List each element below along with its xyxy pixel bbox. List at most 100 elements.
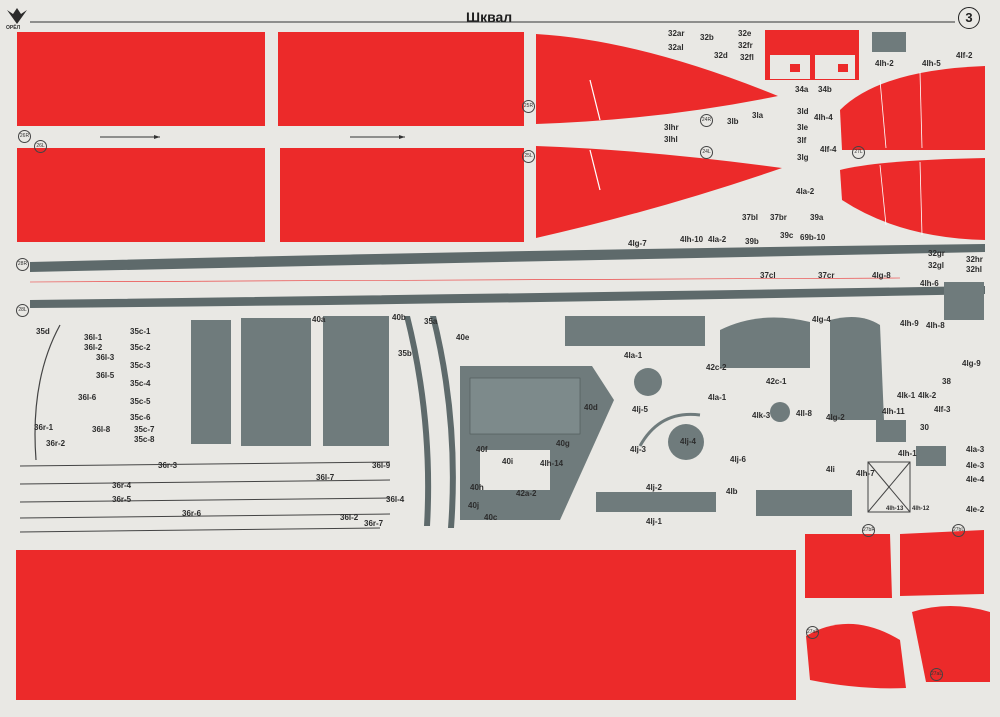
part-label: 32fl <box>740 53 754 62</box>
part-label: 4le-4 <box>966 475 985 484</box>
part-label: 4lg-7 <box>628 239 647 248</box>
hull-strip <box>30 244 985 272</box>
part-label: 36l-8 <box>92 425 111 434</box>
part-label: 42a-2 <box>516 489 537 498</box>
part-label: 4lj-3 <box>630 445 647 454</box>
part-label: 4lh-1 <box>898 449 917 458</box>
part-label: 36r-5 <box>112 495 132 504</box>
part-label: 4lh-6 <box>920 279 939 288</box>
part-label: 36r-7 <box>364 519 384 528</box>
part-label: 4lh-7 <box>856 469 875 478</box>
part-label: 4lk-3 <box>752 411 771 420</box>
part-label: 4lf-2 <box>956 51 973 60</box>
part-label: 3lb <box>727 117 739 126</box>
part-label: 4lh-11 <box>882 407 905 416</box>
part-label: 35a <box>424 317 438 326</box>
hull-strip <box>30 286 985 308</box>
registration-mark: 27aL <box>930 668 943 681</box>
part-label: 4lh-8 <box>926 321 945 330</box>
curved-strip <box>404 316 432 526</box>
part-label: 34a <box>795 85 809 94</box>
part-label: 32fr <box>738 41 753 50</box>
part-label: 4lj-1 <box>646 517 663 526</box>
part-label: 69b-10 <box>800 233 826 242</box>
part-label: 37bl <box>742 213 759 222</box>
part-label: 4le-2 <box>966 505 985 514</box>
grey-panel <box>323 316 389 446</box>
grey-disc <box>634 368 662 396</box>
part-label: 35c-1 <box>130 327 151 336</box>
part-label: 40j <box>468 501 480 510</box>
part-label: 35d <box>36 327 50 336</box>
part-label: 3lhr <box>664 123 679 132</box>
part-label: 40h <box>470 483 484 492</box>
red-panel <box>17 148 265 242</box>
part-label: 32gr <box>928 249 945 258</box>
publisher-logo: ОРЁЛ <box>4 4 30 35</box>
part-label: 4lh-12 <box>912 506 930 512</box>
part-label: 3le <box>797 123 809 132</box>
part-label: 4lh-5 <box>922 59 941 68</box>
part-label: 39b <box>745 237 759 246</box>
red-side-piece <box>805 534 892 598</box>
grey-turret-strip <box>565 316 705 346</box>
part-label: 37cr <box>818 271 835 280</box>
part-label: 32b <box>700 33 714 42</box>
part-label: 4la-1 <box>708 393 727 402</box>
part-label: 32hl <box>966 265 983 274</box>
grey-panel <box>241 318 311 446</box>
part-label: 42c-1 <box>766 377 787 386</box>
part-label: 35c-8 <box>134 435 155 444</box>
part-label: 36l-9 <box>372 461 391 470</box>
part-label: 36r-1 <box>34 423 54 432</box>
turret-part <box>830 316 884 420</box>
part-label: 40a <box>312 315 326 324</box>
part-label: 4lh-4 <box>814 113 833 122</box>
part-label: 42c-2 <box>706 363 727 372</box>
part-label: 36l-2 <box>340 513 359 522</box>
curved-strip <box>430 316 456 528</box>
part-label: 36r-3 <box>158 461 178 470</box>
part-label: 36r-4 <box>112 481 132 490</box>
part-label: 36l-2 <box>84 343 103 352</box>
turret-part <box>720 317 810 368</box>
part-label: 40e <box>456 333 470 342</box>
registration-mark: 27aR <box>806 626 819 639</box>
registration-mark: 25R <box>522 100 535 113</box>
part-label: 35c-5 <box>130 397 151 406</box>
part-label: 32ar <box>668 29 685 38</box>
registration-mark: 26L <box>34 140 47 153</box>
bow-petal <box>536 34 778 124</box>
part-label: 32e <box>738 29 752 38</box>
part-label: 37cl <box>760 271 776 280</box>
part-label: 4la-1 <box>624 351 643 360</box>
publisher-name: ОРЁЛ <box>6 25 21 31</box>
part-label: 4lh-9 <box>900 319 919 328</box>
part-label: 36l-6 <box>78 393 97 402</box>
red-panel <box>280 148 524 242</box>
eagle-logo-icon <box>7 8 27 24</box>
part-label: 38 <box>942 377 951 386</box>
part-label: 36l-7 <box>316 473 335 482</box>
red-panel-large <box>16 550 796 700</box>
registration-mark: 24L <box>700 146 713 159</box>
part-label: 4ll-8 <box>796 409 813 418</box>
grey-block <box>872 32 906 52</box>
part-label: 4lj-2 <box>646 483 663 492</box>
part-label: 3la <box>752 111 764 120</box>
part-label: 40d <box>584 403 598 412</box>
red-panel <box>278 32 524 126</box>
part-label: 32al <box>668 43 684 52</box>
part-label: 4lf-4 <box>820 145 837 154</box>
part-label: 39a <box>810 213 824 222</box>
registration-mark: 27bR <box>862 524 875 537</box>
part-label: 4lf-3 <box>934 405 951 414</box>
stern-petal <box>840 158 985 240</box>
red-side-piece <box>806 623 906 689</box>
grey-bar <box>756 490 852 516</box>
grey-bar <box>596 492 716 512</box>
part-label: 4lk-1 <box>897 391 916 400</box>
part-label: 4lk-2 <box>918 391 937 400</box>
part-label: 35c-2 <box>130 343 151 352</box>
registration-mark: 27L <box>852 146 865 159</box>
